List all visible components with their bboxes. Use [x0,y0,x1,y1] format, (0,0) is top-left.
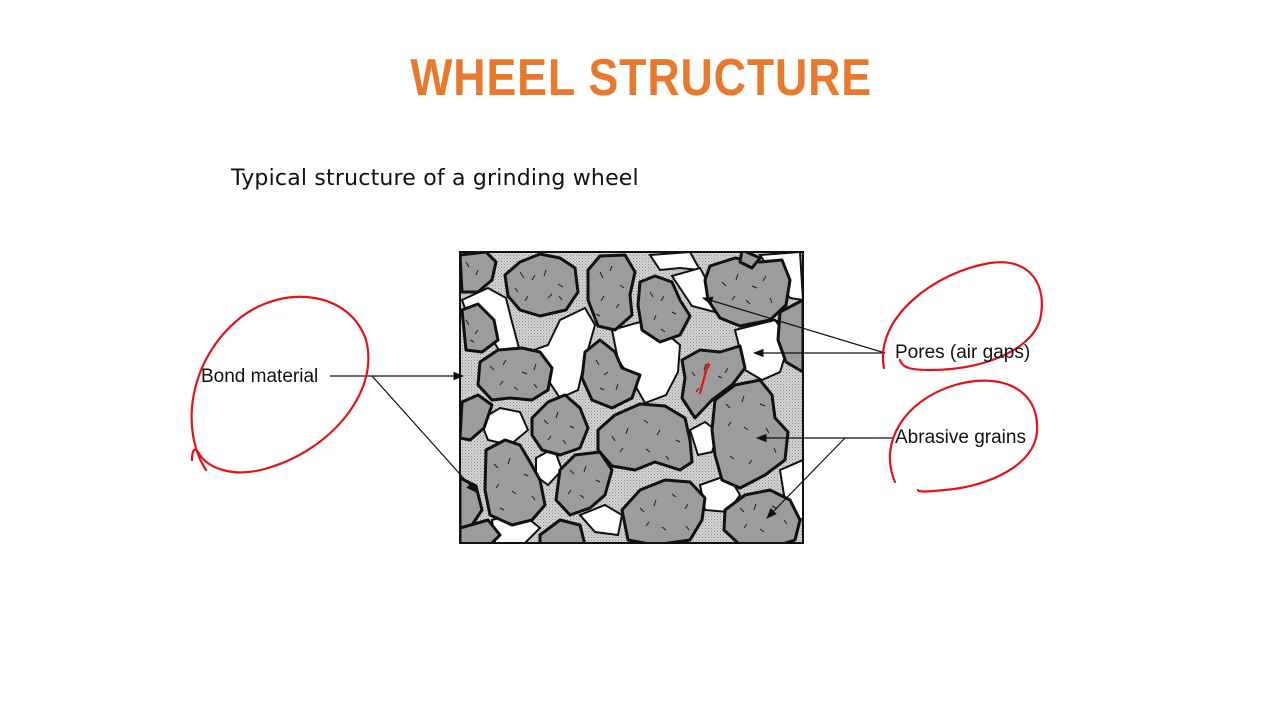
grain-texture [465,261,788,533]
grain [483,438,547,527]
diagram-frame [459,251,804,544]
leader-lines [330,296,893,519]
grain [680,344,747,420]
grains-circle-annotation [888,379,1039,493]
grain [580,338,642,410]
grain [460,252,498,294]
grain [554,450,614,517]
grain [596,402,694,472]
grains-leader-2 [766,437,846,519]
grain [538,518,587,543]
red-annotations [190,261,1043,493]
grain [530,393,590,457]
pores-label: Pores (air gaps) [895,342,1031,363]
pore [578,503,624,537]
grain [476,346,554,402]
grain [586,253,637,332]
abrasive-grains-group [460,252,803,543]
grain [503,252,580,318]
slide-title: WHEEL STRUCTURE [410,49,873,107]
bond-leader-2 [371,375,477,493]
bond-circle-annotation [190,295,370,474]
abrasive-grains-label: Abrasive grains [895,427,1026,448]
grain [738,252,762,270]
grain [776,298,803,374]
grain [460,518,502,543]
pores-leader-1 [701,296,886,354]
bond-material-label: Bond material [201,366,319,387]
grain-tick-annotation [698,362,711,395]
grain [710,378,790,490]
slide-subtitle: Typical structure of a grinding wheel [231,166,639,191]
pores-circle-annotation [881,261,1043,372]
grain [636,274,692,344]
pore [478,406,530,447]
pore [648,252,702,272]
grain [460,393,494,442]
